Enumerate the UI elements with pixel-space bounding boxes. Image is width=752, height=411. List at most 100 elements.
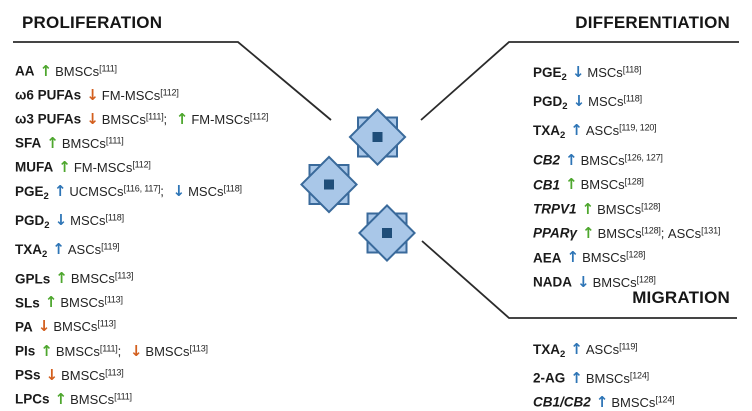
target-cell-type: FM-MSCs[112] — [101, 87, 179, 103]
down-arrow-icon: ↓ — [571, 62, 585, 81]
target-cell-type: BMSCs[113] — [60, 294, 123, 311]
up-arrow-icon: ↑ — [58, 157, 71, 176]
lipid-label: CB1/CB2 — [533, 394, 591, 410]
lipid-label: SLs — [15, 295, 40, 311]
reference-superscript: [111] — [114, 391, 132, 402]
lipid-item: PGD2↓MSCs[118] — [15, 208, 268, 237]
reference-superscript: [128] — [626, 249, 646, 260]
down-arrow-icon: ↓ — [129, 341, 143, 360]
reference-superscript: [124] — [655, 394, 675, 404]
lipid-label: ω6 PUFAs — [15, 87, 82, 103]
down-arrow-icon: ↓ — [54, 211, 68, 230]
up-arrow-icon: ↑ — [595, 392, 609, 411]
reference-superscript: [113] — [114, 270, 134, 281]
lipid-item: ω6 PUFAs↓FM-MSCs[112] — [15, 82, 268, 106]
lipid-item: CB1/CB2↑BMSCs[124] — [533, 389, 675, 411]
target-cell-type: BMSCs[126, 127] — [580, 152, 663, 168]
reference-superscript: [118] — [223, 183, 242, 194]
reference-superscript: [111] — [145, 111, 164, 122]
target-cell-type: ASCs[119] — [67, 241, 120, 258]
reference-superscript: [112] — [160, 87, 179, 98]
reference-superscript: [118] — [105, 212, 125, 223]
reference-superscript: [116, 117] — [123, 183, 161, 194]
up-arrow-icon: ↑ — [53, 181, 67, 200]
target-cell-type: BMSCs[113] — [61, 367, 124, 383]
up-arrow-icon: ↑ — [40, 341, 53, 360]
target-cell-type: BMSCs[111] — [55, 343, 118, 359]
target-cell-type: BMSCs[111] — [61, 135, 124, 151]
target-cell-type: BMSCs[128] — [582, 249, 646, 266]
reference-superscript: [113] — [189, 343, 208, 354]
lipid-item: LPCs↑BMSCs[111] — [15, 386, 268, 410]
target-cell-type: BMSCs[111] — [55, 63, 117, 79]
separator: ; — [660, 225, 668, 241]
reference-superscript: [128] — [641, 201, 661, 212]
lipid-item: AEA↑BMSCs[128] — [533, 245, 720, 269]
lipid-item: PGE2↓MSCs[118] — [533, 59, 720, 88]
reference-superscript: [112] — [249, 111, 269, 122]
lipid-label: ω3 PUFAs — [15, 111, 82, 127]
lipid-item: CB2↑BMSCs[126, 127] — [533, 147, 720, 171]
reference-superscript: [113] — [97, 318, 116, 329]
separator: ; — [163, 111, 171, 127]
down-arrow-icon: ↓ — [86, 85, 99, 104]
up-arrow-icon: ↑ — [581, 199, 595, 218]
target-cell-type: BMSCs[128] — [580, 176, 644, 193]
reference-superscript: [131] — [701, 225, 721, 236]
lipid-label: PA — [15, 319, 33, 335]
reference-superscript: [118] — [623, 93, 643, 104]
up-arrow-icon: ↑ — [565, 150, 578, 169]
up-arrow-icon: ↑ — [565, 175, 578, 194]
target-cell-type: BMSCs[124] — [611, 394, 675, 410]
up-arrow-icon: ↑ — [570, 121, 583, 140]
target-cell-type: MSCs[118] — [70, 212, 125, 229]
reference-superscript: [126, 127] — [624, 152, 663, 163]
reference-superscript: [113] — [104, 294, 123, 305]
lipid-label: PPARγ — [533, 225, 578, 241]
lipid-item: GPLs↑BMSCs[113] — [15, 266, 268, 290]
lipid-label: TXA2 — [533, 123, 566, 142]
lipid-label: TRPV1 — [533, 201, 577, 217]
lipid-item: PIs↑BMSCs[111]; ↓BMSCs[113] — [15, 338, 268, 362]
subscript: 2 — [561, 71, 567, 83]
differentiation-item-list: PGE2↓MSCs[118]PGD2↓MSCs[118]TXA2↑ASCs[11… — [533, 59, 720, 294]
target-cell-type: FM-MSCs[112] — [73, 159, 151, 175]
lipid-item: PGD2↓MSCs[118] — [533, 88, 720, 117]
proliferation-item-list: AA↑BMSCs[111]ω6 PUFAs↓FM-MSCs[112]ω3 PUF… — [15, 58, 268, 411]
down-arrow-icon: ↓ — [86, 109, 99, 128]
separator: ; — [117, 343, 125, 359]
reference-superscript: [111] — [99, 63, 117, 73]
up-arrow-icon: ↑ — [52, 240, 65, 259]
migration-item-list: TXA2↑ASCs[119] 2-AG ↑BMSCs[124]CB1/CB2↑BMS… — [533, 336, 675, 411]
lipid-label: AA — [15, 63, 35, 79]
stem-cell-icon — [300, 155, 358, 214]
proliferation-section-title: PROLIFERATION — [22, 13, 163, 32]
reference-superscript: [128] — [624, 176, 644, 187]
migration-section-title: MIGRATION — [632, 288, 730, 307]
up-arrow-icon: ↑ — [55, 269, 68, 288]
target-cell-type: ASCs[119] — [585, 341, 638, 357]
lipid-label: 2-AG — [533, 370, 566, 386]
lipid-label: PGE2 — [533, 64, 567, 83]
target-cell-type: MSCs[118] — [188, 183, 242, 199]
up-arrow-icon: ↑ — [39, 61, 53, 80]
reference-superscript: [111] — [105, 135, 124, 146]
lipid-item: ω3 PUFAs↓BMSCs[111]; ↑FM-MSCs[112] — [15, 106, 268, 130]
lipid-label: PGD2 — [533, 93, 568, 112]
lipid-item: SLs↑BMSCs[113] — [15, 290, 268, 314]
lipid-label: PGD2 — [15, 213, 50, 232]
reference-superscript: [124] — [629, 370, 649, 380]
lipid-item: TXA2↑ASCs[119] — [533, 336, 674, 365]
lipid-item: PSs↓BMSCs[113] — [15, 362, 268, 386]
reference-superscript: [128] — [641, 225, 661, 236]
lipid-label: SFA — [15, 135, 42, 151]
up-arrow-icon: ↑ — [46, 133, 59, 152]
lipid-item: TXA2↑ASCs[119] — [15, 237, 268, 266]
reference-superscript: [111] — [99, 343, 118, 354]
down-arrow-icon: ↓ — [37, 317, 51, 336]
lipid-label: NADA — [533, 274, 572, 290]
reference-superscript: [119, 120] — [619, 122, 657, 133]
target-cell-type: BMSCs[111] — [101, 111, 164, 127]
target-cell-type: BMSCs[128] — [597, 225, 661, 241]
